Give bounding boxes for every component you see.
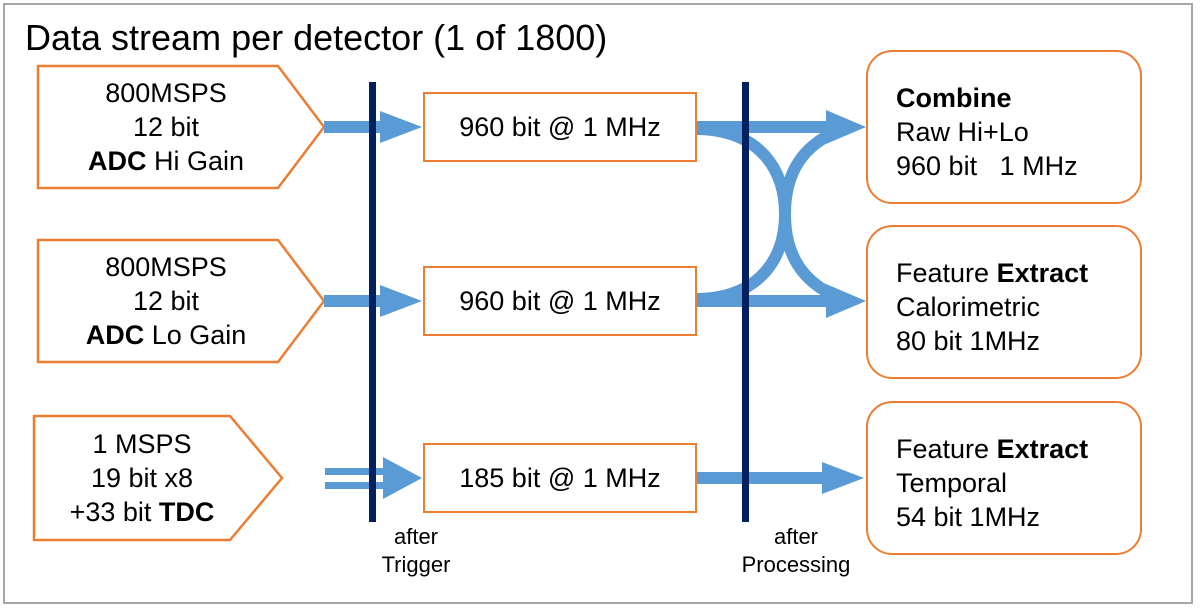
- source-type-rest: Lo Gain: [144, 320, 247, 350]
- source-type: ADC Lo Gain: [86, 318, 247, 352]
- output-description: Calorimetric: [896, 292, 1041, 322]
- output-combine: Combine Raw Hi+Lo 960 bit 1 MHz: [866, 50, 1142, 204]
- arrowhead-calorimetric: [826, 284, 866, 318]
- source-bits: 12 bit: [132, 286, 200, 316]
- triggered-stream-tdc: 185 bit @ 1 MHz: [423, 443, 697, 513]
- source-type-bold: ADC: [85, 320, 145, 350]
- arrow-lo-to-combine-curve: [696, 126, 838, 305]
- source-type: +33 bit TDC: [70, 495, 215, 529]
- arrowhead-combine: [826, 110, 866, 144]
- output-heading-bold: Extract: [996, 258, 1089, 288]
- output-heading: Feature Extract: [896, 256, 1140, 290]
- arrowhead-adc-hi: [380, 111, 422, 143]
- triggered-stream-hi: 960 bit @ 1 MHz: [423, 92, 697, 162]
- source-type-bold: TDC: [158, 497, 215, 527]
- output-rate: 960 bit 1 MHz: [896, 151, 1078, 181]
- output-calorimetric: Feature Extract Calorimetric 80 bit 1MHz: [866, 225, 1142, 379]
- source-bits: 19 bit x8: [90, 463, 194, 493]
- source-type-bold: ADC: [87, 146, 147, 176]
- arrowhead-tdc: [383, 457, 422, 499]
- source-type-rest: +33 bit: [69, 497, 159, 527]
- source-shape-adc-lo: [36, 238, 326, 364]
- source-tdc: 1 MSPS 19 bit x8 +33 bit TDC: [34, 402, 284, 554]
- source-rate: 1 MSPS: [92, 429, 192, 459]
- arrowhead-adc-lo: [380, 285, 422, 317]
- arrow-shaft-adc-lo: [324, 295, 382, 307]
- output-heading-plain: Feature: [896, 258, 997, 288]
- arrow-shaft-tdc-b: [325, 482, 385, 489]
- arrowhead-temporal: [822, 462, 864, 494]
- stage-label-line: Processing: [741, 552, 851, 577]
- divider-trigger: [369, 82, 376, 522]
- diagram-title: Data stream per detector (1 of 1800): [25, 17, 608, 58]
- output-heading-bold: Extract: [996, 434, 1089, 464]
- output-description: Temporal: [896, 468, 1008, 498]
- output-temporal: Feature Extract Temporal 54 bit 1MHz: [866, 401, 1142, 555]
- stage-label-line: after: [393, 524, 439, 549]
- arrow-shaft-tdc-a: [325, 468, 385, 475]
- source-adc-lo-gain: 800MSPS 12 bit ADC Lo Gain: [38, 225, 328, 377]
- output-heading: Combine: [896, 81, 1140, 115]
- output-heading: Feature Extract: [896, 432, 1140, 466]
- source-type: ADC Hi Gain: [88, 144, 244, 178]
- output-heading-plain: Feature: [896, 434, 997, 464]
- stage-label-line: after: [773, 524, 819, 549]
- source-adc-hi-gain: 800MSPS 12 bit ADC Hi Gain: [38, 51, 328, 203]
- source-bits: 12 bit: [132, 112, 200, 142]
- output-rate: 54 bit 1MHz: [896, 502, 1041, 532]
- divider-processing: [742, 82, 749, 522]
- stage-label-processing: after Processing: [726, 523, 866, 579]
- output-description: Raw Hi+Lo: [896, 117, 1029, 147]
- source-rate: 800MSPS: [105, 252, 227, 282]
- arrow-shaft-adc-hi: [324, 121, 382, 133]
- diagram-frame: [3, 3, 1193, 604]
- triggered-stream-lo: 960 bit @ 1 MHz: [423, 266, 697, 336]
- output-rate: 80 bit 1MHz: [896, 326, 1041, 356]
- stage-label-trigger: after Trigger: [366, 523, 466, 579]
- source-type-rest: Hi Gain: [146, 146, 245, 176]
- source-rate: 800MSPS: [105, 78, 227, 108]
- source-shape-tdc: [32, 414, 284, 542]
- stage-label-line: Trigger: [381, 552, 451, 577]
- output-heading-bold: Combine: [896, 83, 1012, 113]
- source-shape-adc-hi: [36, 64, 326, 190]
